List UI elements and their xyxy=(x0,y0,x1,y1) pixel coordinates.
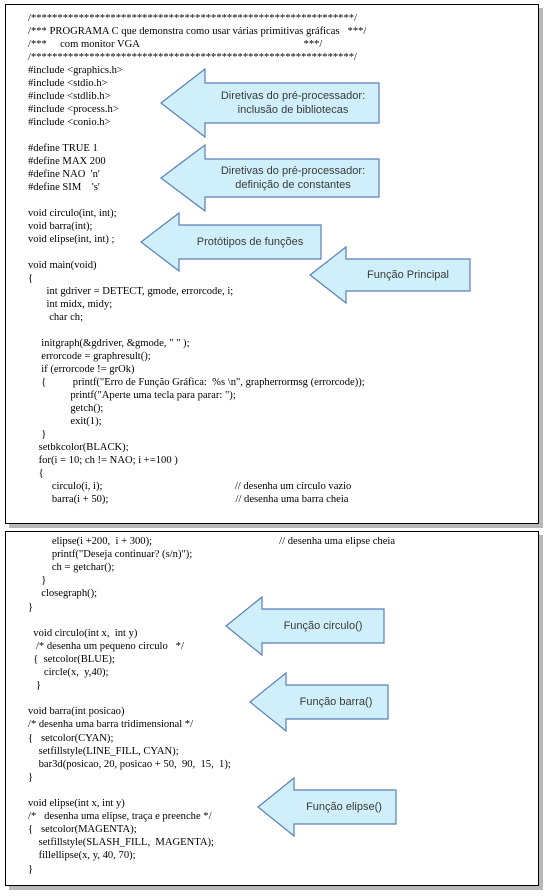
code-line: elipse(i +200, i + 300); // desenha uma … xyxy=(28,536,396,547)
code-line: closegraph(); xyxy=(28,588,98,600)
code-line: { xyxy=(28,468,44,479)
code-listing-1: /***************************************… xyxy=(6,5,538,523)
arrow-elipse-function: Função elipse() xyxy=(257,776,397,838)
code-line: { setcolor(MAGENTA); xyxy=(28,824,137,836)
code-page-2: elipse(i +200, i + 300); // desenha uma … xyxy=(5,531,539,886)
code-line: { setcolor(CYAN); xyxy=(28,732,114,744)
code-line: ch = getchar(); xyxy=(28,562,115,574)
code-line: void circulo(int, int); xyxy=(28,208,117,219)
arrow-label-line: Diretivas do pré-processador: xyxy=(220,165,366,177)
arrow-label-line: Função circulo() xyxy=(283,620,363,632)
code-line: { setcolor(BLUE); xyxy=(28,653,115,665)
arrow-pre-processor-includes: Diretivas do pré-processador: inclusão d… xyxy=(160,67,380,139)
code-page-1: /***************************************… xyxy=(5,4,539,524)
code-line: #define SIM 's' xyxy=(28,182,100,193)
code-line: #include <process.h> xyxy=(28,104,119,115)
arrow-label-line: definição de constantes xyxy=(235,179,351,191)
arrow-main-function: Função Principal xyxy=(309,245,471,305)
code-line: /* desenha uma elipse, traça e preenche … xyxy=(28,811,212,823)
code-line: #define MAX 200 xyxy=(28,156,106,167)
code-line: setbkcolor(BLACK); xyxy=(28,442,129,453)
arrow-label-line: inclusão de bibliotecas xyxy=(237,104,349,116)
code-line: } xyxy=(28,680,42,692)
code-line: } xyxy=(28,771,34,783)
code-line: #define NAO 'n' xyxy=(28,169,100,180)
code-line: } xyxy=(28,429,47,440)
code-line: setfillstyle(SLASH_FILL, MAGENTA); xyxy=(28,837,215,849)
code-line: if (errorcode != grOk) xyxy=(28,364,135,375)
code-line: printf("Deseja continuar? (s/n)"); xyxy=(28,549,193,561)
arrow-label-line: Função Principal xyxy=(367,269,449,281)
arrow-label-line: Protótipos de funções xyxy=(196,236,304,248)
code-line: void barra(int); xyxy=(28,221,93,232)
code-line: /* desenha uma barra tridimensional */ xyxy=(28,719,194,731)
code-line: /*** com monitor VGA ***/ xyxy=(28,39,323,50)
code-line: #include <conio.h> xyxy=(28,117,111,128)
code-line: initgraph(&gdriver, &gmode, " " ); xyxy=(28,338,190,349)
code-line: { printf("Erro de Função Gráfica: %s \n"… xyxy=(28,377,365,388)
code-line: setfillstyle(LINE_FILL, CYAN); xyxy=(28,745,179,757)
arrow-label-line: Função barra() xyxy=(299,696,373,708)
code-line: #define TRUE 1 xyxy=(28,143,98,154)
code-line: } xyxy=(28,601,34,613)
arrow-circulo-function: Função circulo() xyxy=(225,595,385,657)
arrow-pre-processor-defines: Diretivas do pré-processador: definição … xyxy=(160,143,380,213)
code-line: void main(void) xyxy=(28,260,97,271)
code-line: fillellipse(x, y, 40, 70); xyxy=(28,850,136,862)
code-line: printf("Aperte uma tecla para parar: "); xyxy=(28,390,236,401)
arrow-label-line: Função elipse() xyxy=(306,801,382,813)
arrow-barra-function: Função barra() xyxy=(249,671,389,733)
code-line: void elipse(int x, int y) xyxy=(28,798,125,809)
code-line: int gdriver = DETECT, gmode, errorcode, … xyxy=(28,286,234,297)
code-line: /***************************************… xyxy=(28,13,357,24)
arrow-label-line: Diretivas do pré-processador: xyxy=(220,90,366,102)
code-line: } xyxy=(28,575,47,587)
code-line: int midx, midy; xyxy=(28,299,113,310)
code-line: void elipse(int, int) ; xyxy=(28,234,115,245)
code-line: char ch; xyxy=(28,312,84,323)
code-listing-2: elipse(i +200, i + 300); // desenha uma … xyxy=(6,532,538,885)
code-line: circulo(i, i); // desenha um círculo vaz… xyxy=(28,481,352,492)
code-line: #include <stdio.h> xyxy=(28,78,108,89)
arrow-function-prototypes: Protótipos de funções xyxy=(140,211,322,273)
code-line: for(i = 10; ch != NAO; i +=100 ) xyxy=(28,455,178,466)
code-line: /*** PROGRAMA C que demonstra como usar … xyxy=(28,26,367,37)
code-line: void circulo(int x, int y) xyxy=(28,627,138,639)
code-line: { xyxy=(28,273,34,284)
code-line: bar3d(posicao, 20, posicao + 50, 90, 15,… xyxy=(28,758,231,770)
code-line: /* desenha um pequeno circulo */ xyxy=(28,640,184,652)
code-line: circle(x, y,40); xyxy=(28,667,109,678)
code-line: errorcode = graphresult(); xyxy=(28,351,151,362)
code-line: void barra(int posicao) xyxy=(28,706,125,718)
code-line: getch(); xyxy=(28,403,104,414)
code-line: barra(i + 50); // desenha uma barra chei… xyxy=(28,494,349,505)
code-line: } xyxy=(28,863,34,875)
code-line: #include <graphics.h> xyxy=(28,65,123,76)
code-line: exit(1); xyxy=(28,416,102,427)
code-line: /***************************************… xyxy=(28,52,357,63)
code-line: #include <stdlib.h> xyxy=(28,91,111,102)
